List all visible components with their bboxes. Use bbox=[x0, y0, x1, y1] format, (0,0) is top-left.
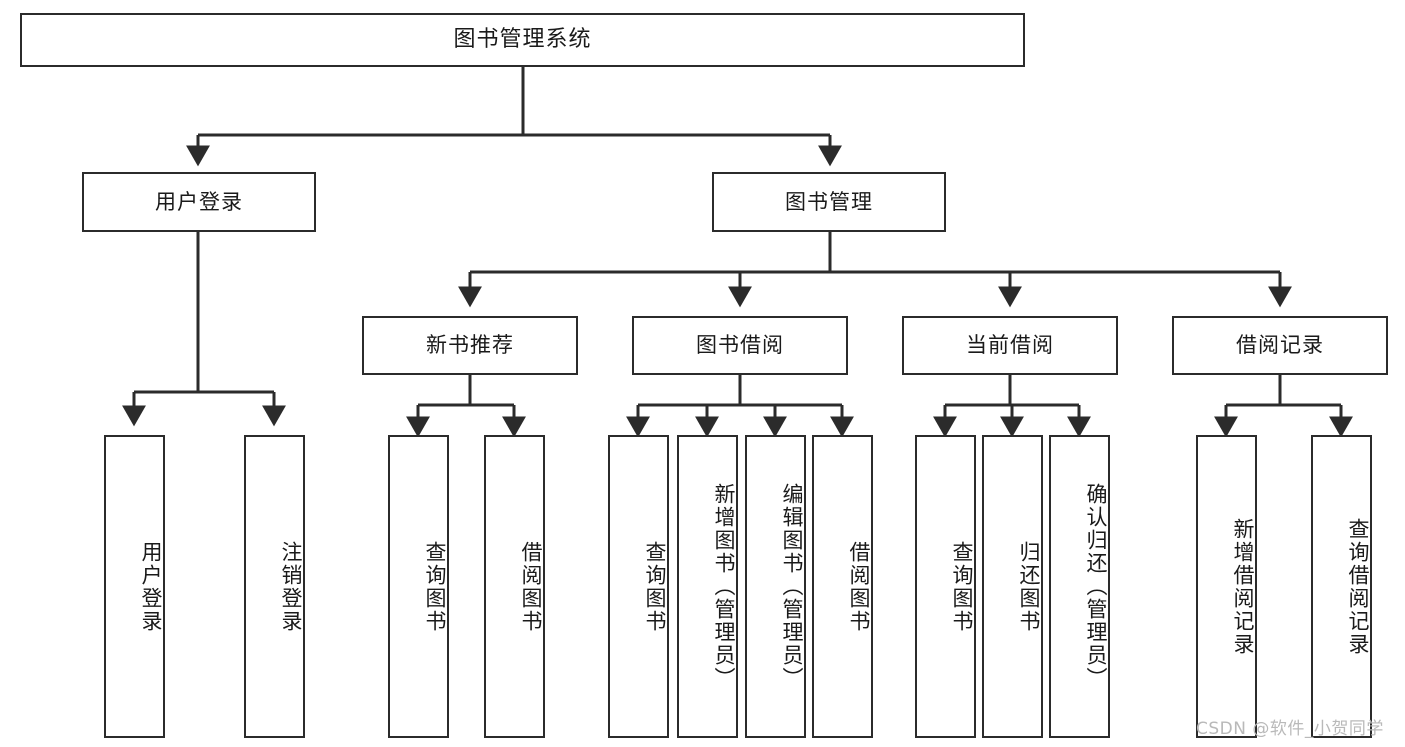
node-label: 查询图书 bbox=[950, 540, 974, 633]
csdn-watermark: CSDN @软件_小贺同学 bbox=[1196, 719, 1384, 739]
node-label: 图书管理系统 bbox=[453, 27, 592, 53]
node-label: 借阅记录 bbox=[1236, 333, 1324, 358]
node-label: 注销登录 bbox=[279, 540, 303, 633]
node-label: 新书推荐 bbox=[426, 333, 514, 358]
node-label: 编辑图书（管理员） bbox=[780, 483, 804, 690]
leaf-confirm-return[interactable]: 确认归还（管理员） bbox=[1049, 435, 1110, 738]
leaf-add-borrow-record[interactable]: 新增借阅记录 bbox=[1196, 435, 1257, 738]
node-root[interactable]: 图书管理系统 bbox=[20, 13, 1025, 67]
node-label: 当前借阅 bbox=[966, 333, 1054, 358]
node-current-borrow[interactable]: 当前借阅 bbox=[902, 316, 1118, 375]
leaf-edit-book[interactable]: 编辑图书（管理员） bbox=[745, 435, 806, 738]
node-user-login[interactable]: 用户登录 bbox=[82, 172, 316, 232]
node-label: 借阅图书 bbox=[847, 540, 871, 633]
node-label: 用户登录 bbox=[155, 189, 243, 214]
node-borrow-record[interactable]: 借阅记录 bbox=[1172, 316, 1388, 375]
node-book-manage[interactable]: 图书管理 bbox=[712, 172, 946, 232]
leaf-borrow-book-1[interactable]: 借阅图书 bbox=[484, 435, 545, 738]
node-label: 查询借阅记录 bbox=[1346, 517, 1370, 656]
node-label: 查询图书 bbox=[643, 540, 667, 633]
node-label: 新增借阅记录 bbox=[1231, 517, 1255, 656]
node-new-book-recommend[interactable]: 新书推荐 bbox=[362, 316, 578, 375]
leaf-query-book-1[interactable]: 查询图书 bbox=[388, 435, 449, 738]
node-book-borrow[interactable]: 图书借阅 bbox=[632, 316, 848, 375]
node-label: 图书借阅 bbox=[696, 333, 784, 358]
node-label: 新增图书（管理员） bbox=[712, 483, 736, 690]
leaf-add-book[interactable]: 新增图书（管理员） bbox=[677, 435, 738, 738]
leaf-logout-login[interactable]: 注销登录 bbox=[244, 435, 305, 738]
leaf-user-login[interactable]: 用户登录 bbox=[104, 435, 165, 738]
leaf-query-borrow-record[interactable]: 查询借阅记录 bbox=[1311, 435, 1372, 738]
node-label: 确认归还（管理员） bbox=[1084, 483, 1108, 690]
node-label: 查询图书 bbox=[423, 540, 447, 633]
node-label: 图书管理 bbox=[785, 189, 873, 214]
node-label: 借阅图书 bbox=[519, 540, 543, 633]
leaf-borrow-book-2[interactable]: 借阅图书 bbox=[812, 435, 873, 738]
leaf-return-book[interactable]: 归还图书 bbox=[982, 435, 1043, 738]
node-label: 用户登录 bbox=[139, 540, 163, 633]
leaf-query-book-3[interactable]: 查询图书 bbox=[915, 435, 976, 738]
leaf-query-book-2[interactable]: 查询图书 bbox=[608, 435, 669, 738]
node-label: 归还图书 bbox=[1017, 540, 1041, 633]
